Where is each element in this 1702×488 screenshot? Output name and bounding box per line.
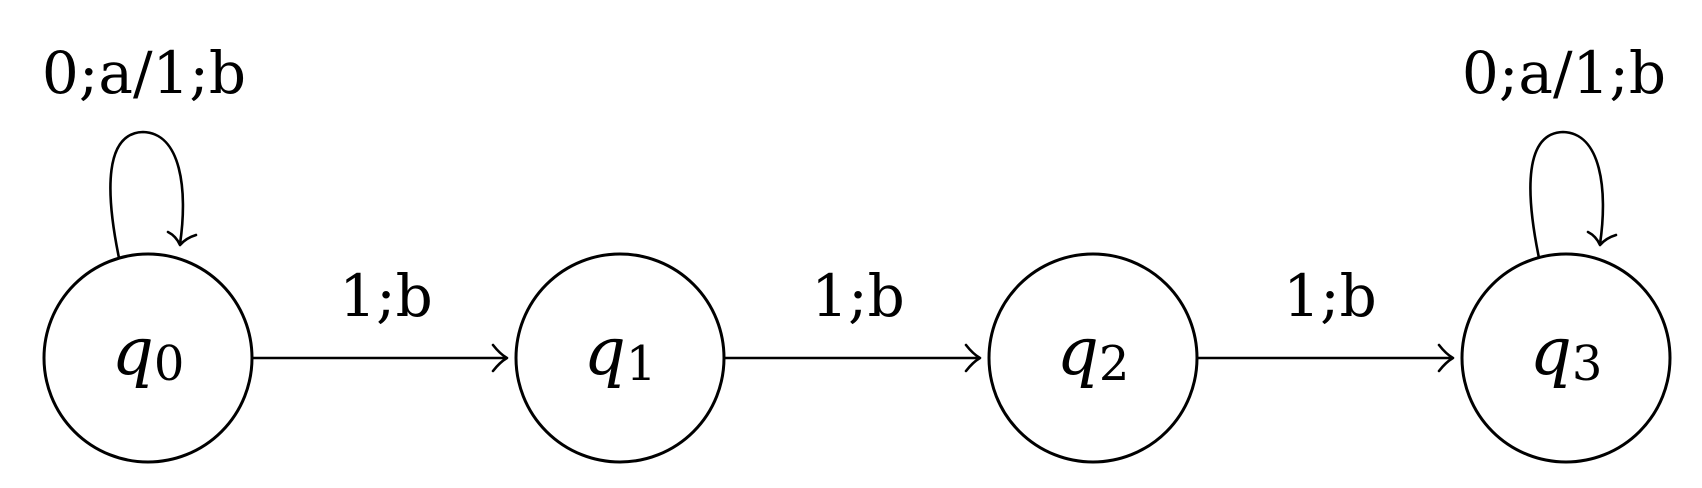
state-q2: q2: [987, 252, 1199, 464]
state-q0: q0: [42, 252, 254, 464]
loop-path: [1529, 130, 1605, 259]
arrowhead: [166, 230, 198, 247]
arrowhead: [491, 343, 509, 373]
transition-label: 0;a/1;b: [1462, 39, 1666, 107]
arrowhead: [964, 343, 982, 373]
state-label: q2: [1057, 313, 1130, 392]
transition-label: 1;b: [811, 262, 905, 330]
transition-label: 1;b: [1283, 262, 1377, 330]
state-label: q3: [1530, 313, 1603, 392]
loop-path: [109, 130, 185, 259]
arrowhead: [1437, 343, 1455, 373]
edge-q2-q3: 1;b: [1198, 262, 1455, 373]
edge-q0-q1: 1;b: [252, 262, 509, 373]
transition-label: 1;b: [339, 262, 433, 330]
loop-q3-q3: 0;a/1;b: [1462, 39, 1666, 259]
state-label: q0: [112, 313, 185, 392]
state-circle: [1460, 252, 1672, 464]
state-label: q1: [584, 313, 657, 392]
state-q1: q1: [514, 252, 726, 464]
state-circle: [987, 252, 1199, 464]
state-q3: q3: [1460, 252, 1672, 464]
state-circle: [514, 252, 726, 464]
arrowhead: [1586, 230, 1618, 247]
state-circle: [42, 252, 254, 464]
loop-q0-q0: 0;a/1;b: [42, 39, 246, 259]
transition-label: 0;a/1;b: [42, 39, 246, 107]
edge-q1-q2: 1;b: [725, 262, 982, 373]
